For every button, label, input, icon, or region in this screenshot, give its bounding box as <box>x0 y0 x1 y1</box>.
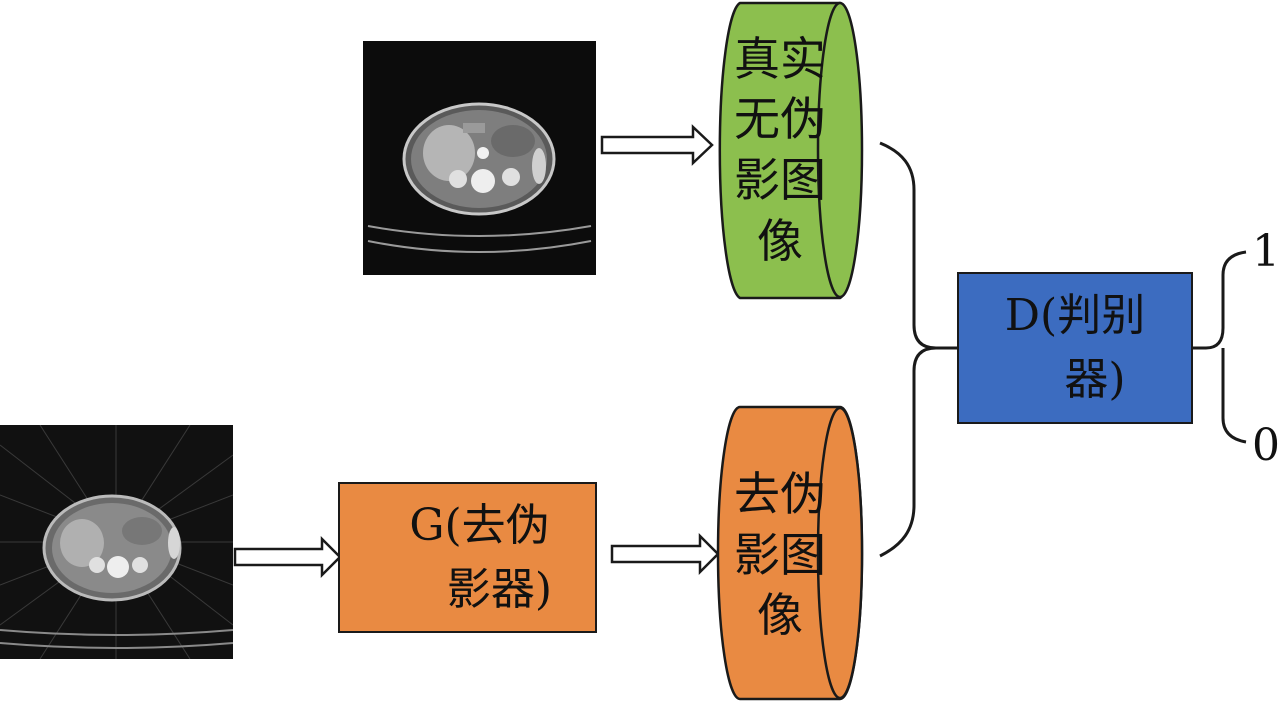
discriminator-box: D(判别 器) <box>957 272 1193 424</box>
real-store-line-2: 无伪 <box>734 92 826 147</box>
output-fake-label: 0 <box>1252 420 1280 471</box>
arrow-generator-to-store <box>610 532 720 576</box>
generated-image-cylinder <box>716 405 864 701</box>
merge-brace <box>879 141 958 558</box>
output-brace <box>1193 250 1247 444</box>
generator-box: G(去伪 影器) <box>338 482 597 633</box>
real-image-cylinder <box>718 1 864 300</box>
generator-line-1: G(去伪 <box>409 499 550 551</box>
real-store-line-3: 影图 <box>734 153 826 207</box>
generated-image-store-label: 去伪 影图 像 <box>728 460 832 650</box>
arrow-real-to-store <box>600 124 714 166</box>
real-store-line-4: 像 <box>757 213 803 268</box>
fake-store-line-2: 影图 <box>734 527 826 582</box>
generator-line-2: 影器) <box>446 563 553 615</box>
discriminator-line-1: D(判别 <box>1004 290 1146 342</box>
discriminator-line-2: 器) <box>1064 354 1126 405</box>
artifact-ct-image <box>0 425 233 659</box>
fake-store-line-3: 像 <box>757 588 803 643</box>
output-real-label: 1 <box>1252 226 1280 277</box>
real-store-line-1: 真实 <box>734 31 826 86</box>
fake-store-line-1: 去伪 <box>734 466 826 521</box>
arrow-input-to-generator <box>233 535 342 579</box>
real-image-store-label: 真实 无伪 影图 像 <box>728 20 832 280</box>
real-ct-image <box>363 41 596 275</box>
